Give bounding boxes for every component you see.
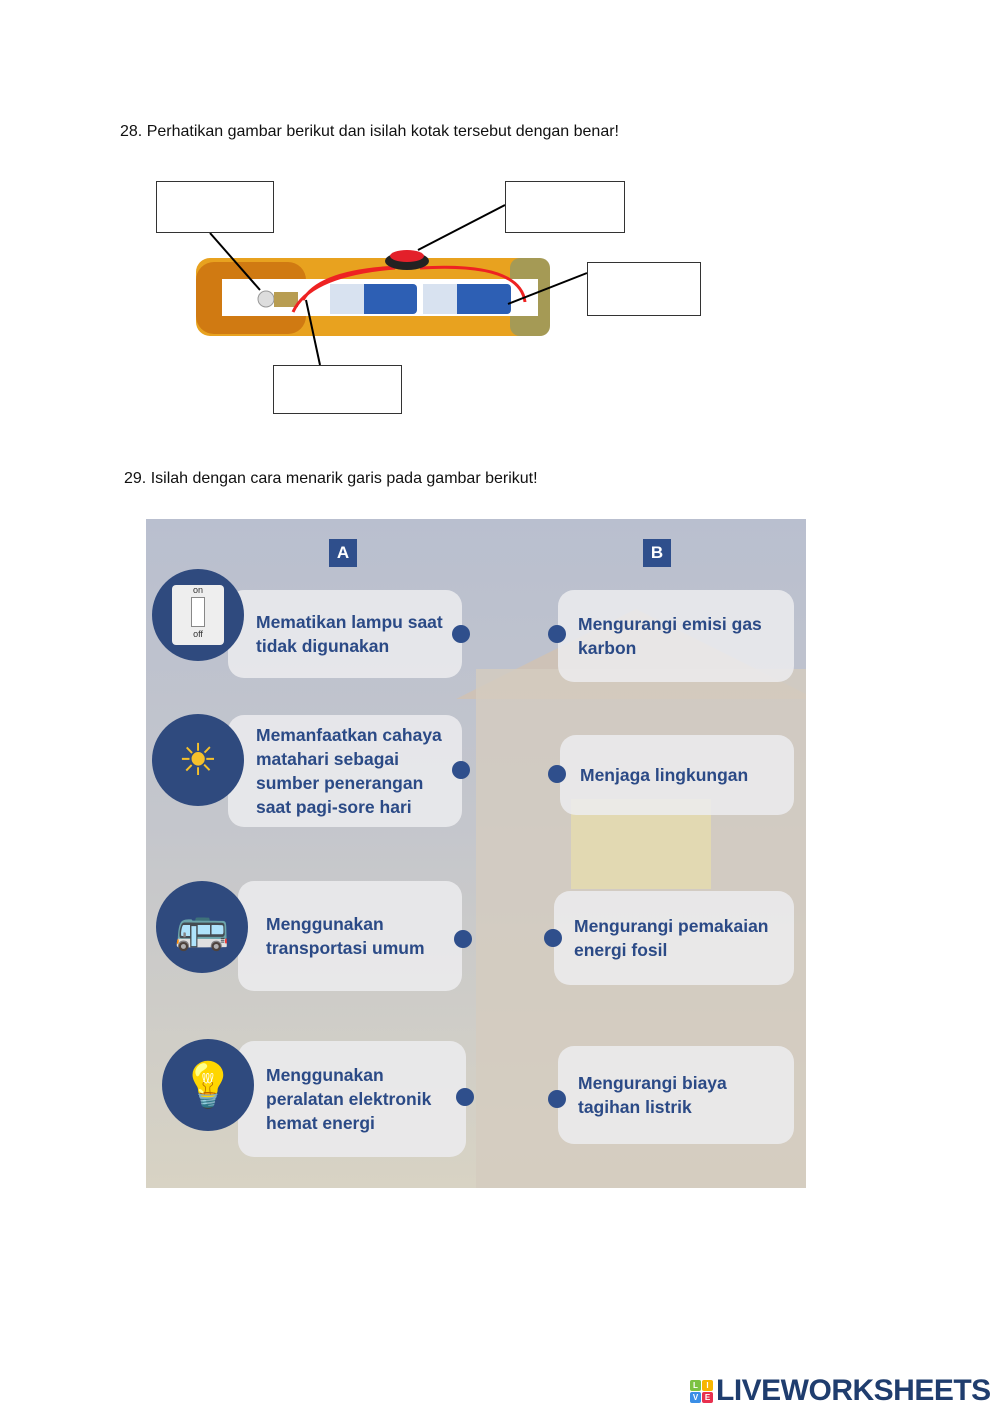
logo-letter: I [702, 1379, 713, 1391]
logo-letter: V [690, 1391, 701, 1403]
flashlight-diagram [196, 204, 588, 366]
left-dot-3[interactable] [454, 930, 472, 948]
right-dot-2[interactable] [548, 765, 566, 783]
left-card-text: Menggunakan peralatan elektronik hemat e… [266, 1065, 432, 1133]
right-dot-4[interactable] [548, 1090, 566, 1108]
bus-passengers-icon: 🚌 [156, 881, 248, 973]
left-card-4: Menggunakan peralatan elektronik hemat e… [238, 1041, 466, 1157]
right-card-2: Menjaga lingkungan [560, 735, 794, 815]
logo-text: LIVEWORKSHEETS [716, 1374, 991, 1407]
sun-icon: ☀ [152, 714, 244, 806]
logo-mark: L I V E [690, 1379, 713, 1403]
column-a-header: A [329, 539, 357, 567]
eco-bulb-icon: 💡 [162, 1039, 254, 1131]
right-card-1: Mengurangi emisi gas karbon [558, 590, 794, 682]
answer-box-wire[interactable] [273, 365, 402, 414]
answer-box-battery[interactable] [587, 262, 701, 316]
liveworksheets-logo: L I V E LIVEWORKSHEETS [690, 1374, 991, 1408]
left-card-text: Mematikan lampu saat tidak digunakan [256, 612, 443, 656]
left-card-text: Menggunakan transportasi umum [266, 914, 425, 958]
left-card-1: Mematikan lampu saat tidak digunakan [228, 590, 462, 678]
right-card-4: Mengurangi biaya tagihan listrik [558, 1046, 794, 1144]
right-dot-3[interactable] [544, 929, 562, 947]
answer-box-switch[interactable] [505, 181, 625, 233]
left-card-3: Menggunakan transportasi umum [238, 881, 462, 991]
switch-on-label: on [192, 585, 203, 595]
left-card-2: Memanfaatkan cahaya matahari sebagai sum… [228, 715, 462, 827]
left-dot-2[interactable] [452, 761, 470, 779]
logo-letter: L [690, 1379, 701, 1391]
matching-panel: A B Mematikan lampu saat tidak digunakan… [146, 519, 806, 1188]
right-card-text: Mengurangi pemakaian energi fosil [574, 916, 769, 960]
right-card-text: Menjaga lingkungan [580, 765, 749, 785]
switch-off-label: off [193, 629, 203, 639]
right-card-text: Mengurangi emisi gas karbon [578, 614, 762, 658]
answer-box-bulb[interactable] [156, 181, 274, 233]
column-b-header: B [643, 539, 671, 567]
question-28: 28. Perhatikan gambar berikut dan isilah… [120, 123, 619, 140]
light-switch-icon: on off [152, 569, 244, 661]
right-dot-1[interactable] [548, 625, 566, 643]
left-dot-4[interactable] [456, 1088, 474, 1106]
right-card-text: Mengurangi biaya tagihan listrik [578, 1073, 727, 1117]
left-dot-1[interactable] [452, 625, 470, 643]
right-card-3: Mengurangi pemakaian energi fosil [554, 891, 794, 985]
question-29: 29. Isilah dengan cara menarik garis pad… [124, 470, 538, 487]
logo-letter: E [702, 1391, 713, 1403]
left-card-text: Memanfaatkan cahaya matahari sebagai sum… [256, 725, 442, 817]
